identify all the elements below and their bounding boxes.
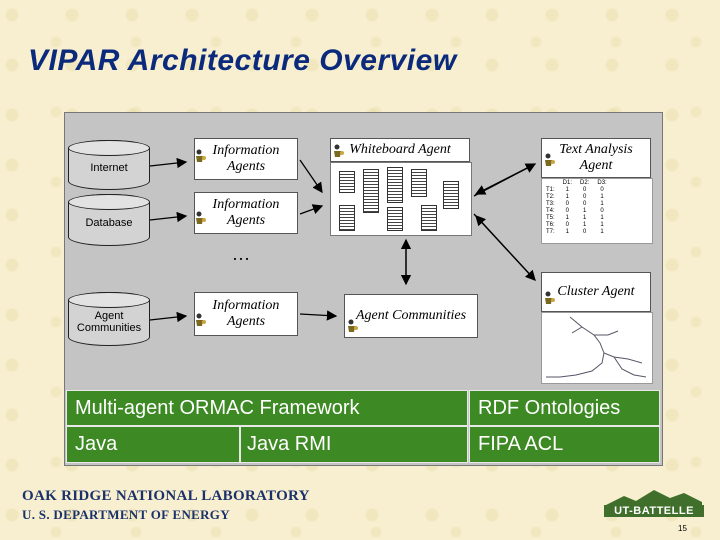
fipa-acl-label: FIPA ACL	[478, 433, 564, 455]
matrix-cell: T1:	[546, 186, 555, 193]
matrix-cell: 0	[565, 221, 570, 228]
matrix-cell: T4:	[546, 207, 555, 214]
slide-title: VIPAR Architecture Overview	[28, 44, 457, 77]
matrix-cell: 0	[583, 186, 587, 193]
information-agents-box-2: Information Agents	[194, 192, 298, 234]
ormac-framework-label: Multi-agent ORMAC Framework	[75, 396, 360, 419]
agent-icon	[545, 153, 555, 166]
page-number: 15	[678, 524, 687, 533]
matrix-cell: 0	[583, 228, 587, 235]
dendrogram-graphic	[546, 316, 647, 378]
matrix-cell: 1	[565, 214, 570, 221]
document-icon	[421, 205, 437, 231]
matrix-cell: 1	[565, 186, 570, 193]
matrix-cell: 1	[583, 214, 587, 221]
cluster-agent-box: Cluster Agent	[541, 272, 651, 312]
cluster-dendrogram	[541, 312, 653, 384]
document-icon	[363, 169, 379, 213]
ut-battelle-logo: UT-BATTELLE	[604, 505, 704, 517]
internet-source: Internet	[68, 140, 150, 190]
text-analysis-agent-label: Text Analysis Agent	[559, 141, 633, 173]
agent-communities-source-label: Agent Communities	[76, 310, 142, 334]
fipa-acl-bar: FIPA ACL	[469, 426, 660, 463]
matrix-row: T6: 0 1 1	[542, 221, 611, 228]
whiteboard-agent-label: Whiteboard Agent	[349, 141, 451, 157]
matrix-cell: 1	[600, 200, 604, 207]
agent-icon	[196, 313, 206, 326]
agent-communities-source: Agent Communities	[68, 292, 150, 346]
matrix-cell: 0	[600, 207, 604, 214]
matrix-cell: 1	[565, 193, 570, 200]
matrix-cell: T3:	[546, 200, 555, 207]
matrix-cell: D1:	[562, 179, 573, 186]
matrix-cell: D2:	[580, 179, 590, 186]
matrix-cell: T7:	[546, 228, 555, 235]
matrix-row: T1: 1 0 0	[542, 186, 611, 193]
document-icon	[387, 167, 403, 203]
matrix-cell: 1	[583, 221, 587, 228]
agent-icon	[545, 291, 555, 304]
agent-icon	[196, 149, 206, 162]
database-label: Database	[85, 217, 133, 229]
matrix-cell: 0	[583, 193, 587, 200]
matrix-cell: 1	[600, 193, 604, 200]
information-agents-label-3: Information Agents	[212, 297, 280, 329]
document-icon	[339, 205, 355, 231]
matrix-cell: 0	[583, 200, 587, 207]
doe-text: U. S. DEPARTMENT OF ENERGY	[22, 507, 230, 522]
internet-label: Internet	[90, 162, 128, 174]
matrix-row: T2: 1 0 1	[542, 193, 611, 200]
matrix-cell: 1	[600, 221, 604, 228]
matrix-cell: T2:	[546, 193, 555, 200]
java-rmi-label: Java RMI	[247, 433, 332, 455]
database-source: Database	[68, 194, 150, 246]
matrix-row: T7: 1 0 1	[542, 228, 611, 235]
agent-icon	[196, 211, 206, 224]
matrix-row: T3: 0 0 1	[542, 200, 611, 207]
information-agents-box-1: Information Agents	[194, 138, 298, 180]
java-label: Java	[75, 433, 118, 455]
more-agents-ellipsis: …	[232, 244, 250, 264]
document-icon	[387, 207, 403, 231]
matrix-cell: T5:	[546, 214, 555, 221]
matrix-header-row: D1: D2: D3:	[542, 179, 611, 186]
information-agents-box-3: Information Agents	[194, 292, 298, 336]
matrix-cell: 0	[565, 207, 570, 214]
matrix-row: T4: 0 1 0	[542, 207, 611, 214]
agent-communities-label: Agent Communities	[355, 307, 467, 323]
information-agents-label-1: Information Agents	[212, 142, 280, 174]
whiteboard-agent-box: Whiteboard Agent	[330, 138, 470, 162]
text-analysis-agent-box: Text Analysis Agent	[541, 138, 651, 178]
ornl-logo-text: OAK RIDGE NATIONAL LABORATORY	[22, 488, 310, 504]
document-icon	[339, 171, 355, 193]
matrix-cell: 1	[565, 228, 570, 235]
document-icon	[411, 169, 427, 197]
whiteboard-documents	[330, 162, 472, 236]
java-bar: Java	[66, 426, 240, 463]
matrix-cell: 1	[583, 207, 587, 214]
matrix-cell: 0	[600, 186, 604, 193]
matrix-cell: T6:	[546, 221, 555, 228]
java-rmi-bar: Java RMI	[240, 426, 468, 463]
matrix-cell: 1	[600, 214, 604, 221]
matrix-row: T5: 1 1 1	[542, 214, 611, 221]
matrix-cell: 0	[565, 200, 570, 207]
ut-battelle-mountain-logo	[606, 490, 702, 505]
agent-icon	[348, 319, 358, 332]
agent-communities-box: Agent Communities	[344, 294, 478, 338]
ormac-framework-bar: Multi-agent ORMAC Framework	[66, 390, 468, 426]
cluster-agent-label: Cluster Agent	[557, 283, 635, 299]
matrix-cell: D3:	[597, 179, 607, 186]
document-icon	[443, 181, 459, 209]
agent-icon	[334, 144, 344, 157]
information-agents-label-2: Information Agents	[212, 196, 280, 228]
matrix-cell: 1	[600, 228, 604, 235]
rdf-ontologies-label: RDF Ontologies	[478, 396, 621, 419]
rdf-ontologies-bar: RDF Ontologies	[469, 390, 660, 426]
